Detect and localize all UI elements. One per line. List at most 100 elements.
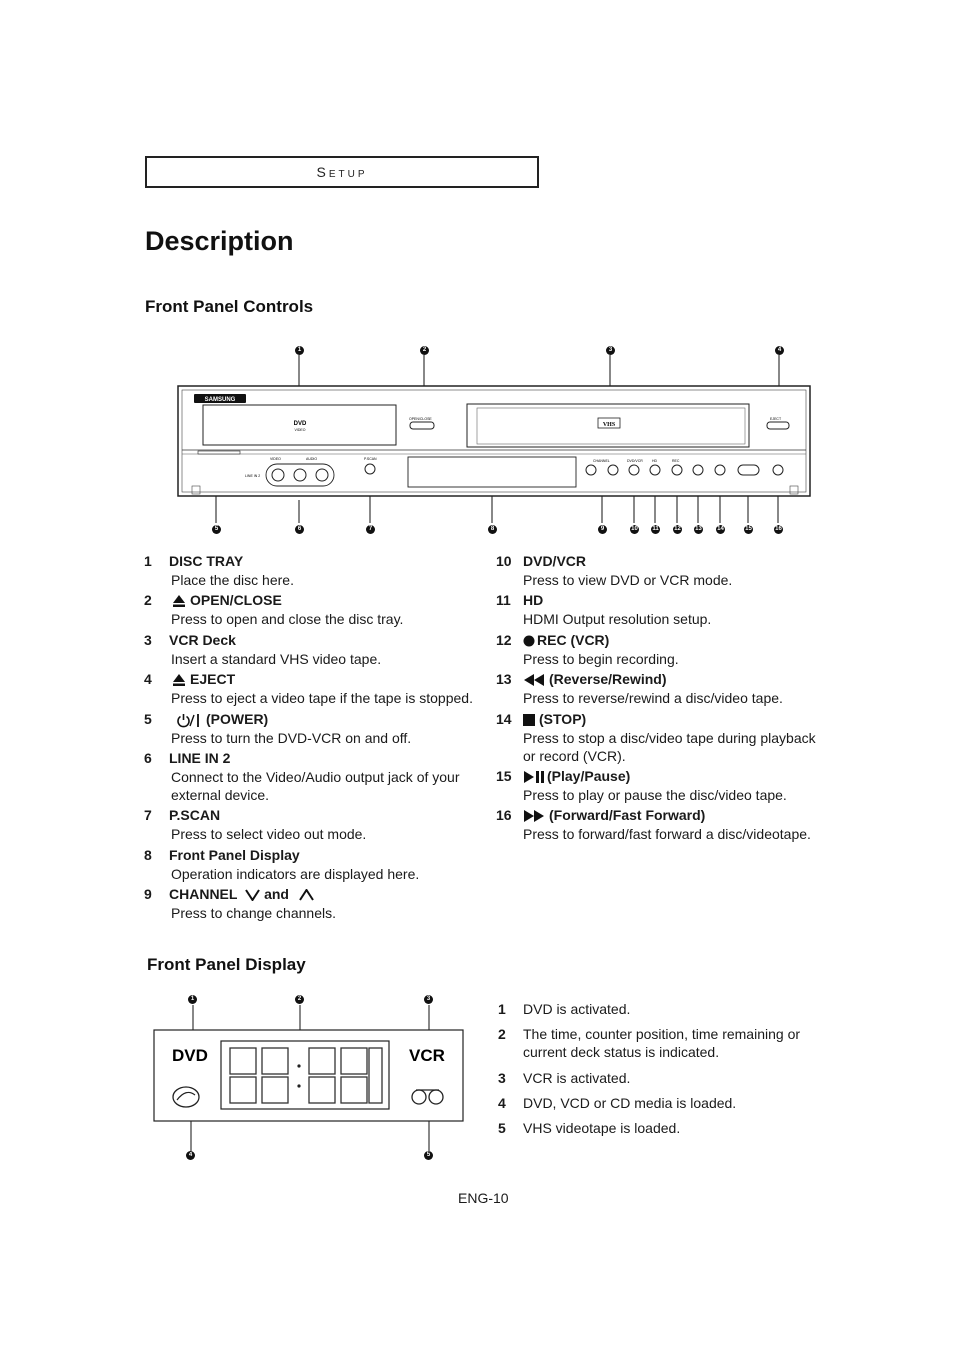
- item-number: 1: [498, 1001, 506, 1017]
- callout-15: 15: [744, 525, 753, 534]
- stop-icon: [523, 714, 535, 727]
- display-callout-4: 4: [186, 1151, 195, 1160]
- audio-left-jack[interactable]: [293, 468, 307, 482]
- chevron-down-icon: [245, 889, 260, 902]
- item-number: 14: [496, 711, 512, 727]
- item-desc: Press to begin recording.: [523, 651, 679, 667]
- item-title: REC (VCR): [537, 632, 610, 648]
- callout-11: 11: [651, 525, 660, 534]
- dvd-vcr-button[interactable]: [628, 464, 640, 476]
- item-title: (Forward/Fast Forward): [549, 807, 706, 823]
- fast-forward-button[interactable]: [772, 464, 784, 476]
- item-title: (STOP): [539, 711, 587, 727]
- eject-icon: [173, 595, 185, 608]
- callout-13: 13: [694, 525, 703, 534]
- item-number: 4: [498, 1095, 506, 1111]
- pscan-button[interactable]: [364, 463, 376, 475]
- callout-7: 7: [366, 525, 375, 534]
- item-desc: Insert a standard VHS video tape.: [171, 651, 382, 667]
- item-desc: VHS videotape is loaded.: [523, 1120, 681, 1136]
- callout-5: 5: [212, 525, 221, 534]
- item-desc: Press to reverse/rewind a disc/video tap…: [523, 690, 783, 706]
- item-title: OPEN/CLOSE: [190, 592, 282, 608]
- eject-button[interactable]: [766, 421, 790, 430]
- front-panel-illustration: SAMSUNG DVD VIDEO OPEN/CLOSE VHS EJECT L…: [177, 355, 811, 523]
- display-callout-3: 3: [424, 995, 433, 1004]
- rewind-icon: [524, 674, 544, 687]
- stop-button[interactable]: [714, 464, 726, 476]
- rec-button[interactable]: [671, 464, 683, 476]
- audio-right-jack[interactable]: [315, 468, 329, 482]
- item-title-wrap: OPEN/CLOSE: [172, 591, 282, 609]
- item-title: VCR Deck: [169, 632, 236, 648]
- item-number: 7: [144, 807, 152, 823]
- item-title-and: and: [264, 886, 289, 902]
- play-pause-icon: [524, 771, 544, 784]
- item-desc: HDMI Output resolution setup.: [523, 611, 712, 627]
- play-pause-button[interactable]: [737, 464, 760, 476]
- item-title: DISC TRAY: [169, 553, 244, 569]
- item-title: Front Panel Display: [169, 847, 300, 863]
- item-title-wrap: (Reverse/Rewind): [523, 670, 666, 688]
- vhs-logo: VHS: [603, 422, 616, 428]
- item-title: P.SCAN: [169, 807, 221, 823]
- item-number: 13: [496, 671, 512, 687]
- item-desc: Press to open and close the disc tray.: [171, 611, 404, 627]
- channel-text: CHANNEL: [593, 459, 610, 463]
- item-title: LINE IN 2: [169, 750, 231, 766]
- callout-12: 12: [673, 525, 682, 534]
- callout-6: 6: [295, 525, 304, 534]
- item-title-wrap: EJECT: [172, 670, 235, 688]
- record-icon: [523, 635, 535, 647]
- channel-down-button[interactable]: [585, 464, 597, 476]
- item-title: DVD/VCR: [523, 553, 587, 569]
- dvd-indicator: DVD: [172, 1046, 208, 1065]
- disc-icon: [172, 1086, 200, 1108]
- display-callout-2: 2: [295, 995, 304, 1004]
- line-in-text: LINE IN 2: [245, 474, 260, 478]
- item-number: 5: [498, 1120, 506, 1136]
- page-title: Description: [145, 226, 294, 256]
- item-desc: Press to play or pause the disc/video ta…: [523, 787, 787, 803]
- item-desc: Press to stop a disc/video tape during p…: [523, 730, 816, 764]
- item-title: (Play/Pause): [547, 768, 631, 784]
- section-header: Setup: [145, 156, 539, 188]
- open-close-button[interactable]: [409, 421, 435, 430]
- item-number: 6: [144, 750, 152, 766]
- callout-4: 4: [775, 346, 784, 355]
- item-number: 8: [144, 847, 152, 863]
- audio-jack-label: AUDIO: [306, 457, 317, 461]
- item-desc: Place the disc here.: [171, 572, 294, 588]
- channel-up-button[interactable]: [607, 464, 619, 476]
- item-title: (Reverse/Rewind): [549, 671, 667, 687]
- callout-10: 10: [630, 525, 639, 534]
- video-jack-label: VIDEO: [270, 457, 281, 461]
- hd-button[interactable]: [649, 464, 661, 476]
- power-icon: [177, 713, 199, 728]
- dvd-video-label: VIDEO: [295, 428, 306, 432]
- video-jack[interactable]: [271, 468, 285, 482]
- rewind-button[interactable]: [692, 464, 704, 476]
- callout-1: 1: [295, 346, 304, 355]
- item-number: 11: [496, 592, 511, 608]
- pscan-text: P.SCAN: [364, 457, 377, 461]
- item-desc: Press to view DVD or VCR mode.: [523, 572, 733, 588]
- cassette-icon: [411, 1089, 444, 1105]
- item-number: 1: [144, 553, 152, 569]
- item-title: (POWER): [206, 711, 269, 727]
- chevron-up-icon: [299, 889, 314, 901]
- vcr-indicator: VCR: [409, 1046, 445, 1065]
- dvd-logo: DVD: [294, 421, 307, 427]
- item-desc: Press to change channels.: [171, 905, 336, 921]
- item-desc: The time, counter position, time remaini…: [523, 1026, 801, 1060]
- brand-logo: SAMSUNG: [205, 397, 236, 403]
- front-panel-display-window: [407, 456, 577, 488]
- eject-icon: [173, 674, 185, 687]
- item-desc: Press to forward/fast forward a disc/vid…: [523, 826, 811, 842]
- display-callout-1: 1: [188, 995, 197, 1004]
- item-title: CHANNEL: [169, 886, 238, 902]
- eject-text: EJECT: [770, 417, 782, 421]
- item-number: 9: [144, 886, 152, 902]
- item-title-wrap: REC (VCR): [523, 631, 609, 649]
- open-close-text: OPEN/CLOSE: [409, 417, 432, 421]
